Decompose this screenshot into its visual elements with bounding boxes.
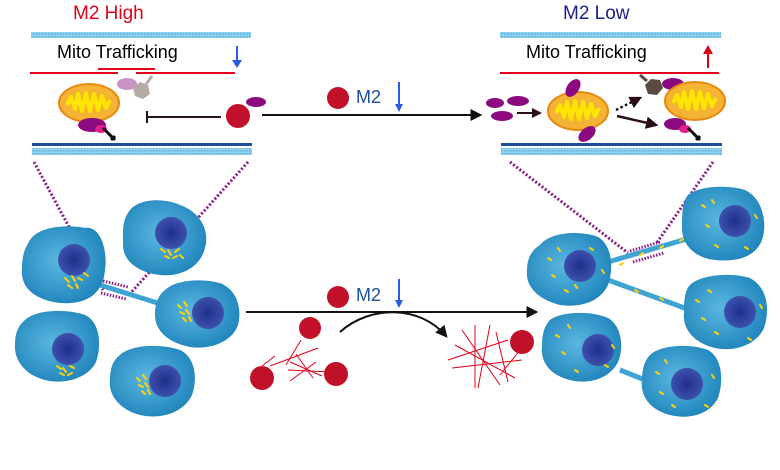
zoom-line-right-1	[509, 160, 629, 255]
bottom-transition	[246, 279, 539, 390]
nucleus	[671, 368, 703, 400]
adaptor-protein	[491, 111, 513, 121]
adaptor-faded	[117, 78, 137, 90]
adaptor-protein	[565, 79, 581, 97]
adaptor-protein	[486, 98, 504, 108]
cell	[109, 345, 195, 417]
mitochondria-cluster	[136, 374, 151, 395]
left-cell-cluster	[14, 200, 240, 417]
m2-particle-icon	[327, 286, 349, 308]
cell	[122, 200, 207, 276]
mitochondrion-icon	[663, 80, 727, 122]
m2-fibril-network	[447, 324, 523, 389]
kinesin-motor-icon	[645, 79, 663, 95]
cell	[21, 226, 106, 304]
top-membrane-left	[31, 32, 251, 38]
adaptor-protein	[578, 126, 596, 142]
cell	[641, 345, 722, 417]
mito-trafficking-label-left: Mito Trafficking	[57, 42, 178, 62]
mito-trafficking-label-right: Mito Trafficking	[526, 42, 647, 62]
nucleus	[582, 334, 614, 366]
nucleus	[719, 205, 751, 237]
top-membrane-right	[500, 32, 721, 38]
nucleus	[564, 250, 596, 282]
transport-arrow	[616, 114, 659, 129]
nanotube-highlight	[629, 240, 665, 264]
down-arrow-head	[395, 300, 403, 308]
mitochondrion-icon	[57, 82, 121, 124]
panel-title-m2-high: M2 High	[73, 3, 144, 24]
m2-particle	[299, 317, 321, 339]
panel-title-m2-low: M2 Low	[563, 3, 630, 24]
nucleus	[52, 333, 84, 365]
down-arrow-head	[395, 104, 403, 112]
nanotube-highlight	[100, 279, 129, 301]
kinesin-stalk	[639, 73, 648, 83]
m2-label-top: M2	[356, 87, 382, 107]
mitochondria-cluster	[177, 301, 192, 322]
adaptor-pink	[679, 125, 691, 133]
dispersed-mitochondria	[547, 199, 763, 408]
down-arrow-head	[232, 60, 242, 68]
fibrils	[261, 339, 332, 382]
right-axon-panel	[486, 32, 727, 155]
m2-particle	[250, 366, 274, 390]
nucleus	[149, 365, 181, 397]
bottom-membrane-left	[32, 148, 252, 155]
nucleus	[192, 297, 224, 329]
cell	[526, 233, 612, 306]
left-axon-panel	[30, 32, 266, 155]
mitochondrion-icon	[546, 90, 610, 132]
microtubule-dark	[32, 143, 252, 146]
adaptor-protein	[507, 96, 529, 106]
microtubule-dark	[501, 143, 722, 146]
tunneling-nanotube	[99, 282, 165, 308]
m2-label-bottom: M2	[356, 285, 382, 305]
cell	[14, 310, 100, 382]
m2-particle	[510, 330, 534, 354]
motor-faded-icon	[133, 82, 150, 99]
tunneling-nanotube	[607, 235, 691, 265]
up-arrow-head	[703, 45, 713, 54]
m2-particle	[324, 362, 348, 386]
nucleus	[58, 244, 90, 276]
m2-aggregate-left	[250, 317, 348, 390]
cell	[155, 280, 240, 348]
nucleus	[155, 217, 187, 249]
dotted-arrow	[615, 96, 643, 112]
dynein-motor-icon	[686, 126, 702, 142]
m2-particle-icon	[327, 87, 349, 109]
adaptor-protein	[246, 97, 266, 107]
right-cell-cluster	[526, 186, 768, 417]
dynein-motor-icon	[101, 126, 117, 142]
tunneling-nanotube	[607, 277, 691, 313]
cell	[682, 186, 765, 261]
top-transition	[262, 82, 483, 121]
motor-faded-stalk	[144, 75, 154, 85]
m2-particle	[226, 104, 250, 128]
bottom-membrane-right	[501, 148, 722, 155]
nucleus	[724, 296, 756, 328]
cell	[683, 274, 768, 350]
cell	[541, 312, 622, 382]
curved-arrow	[339, 311, 448, 338]
mitochondria-cluster	[64, 272, 89, 289]
mitochondria-cluster	[160, 248, 184, 259]
mitochondria-cluster	[56, 365, 75, 376]
